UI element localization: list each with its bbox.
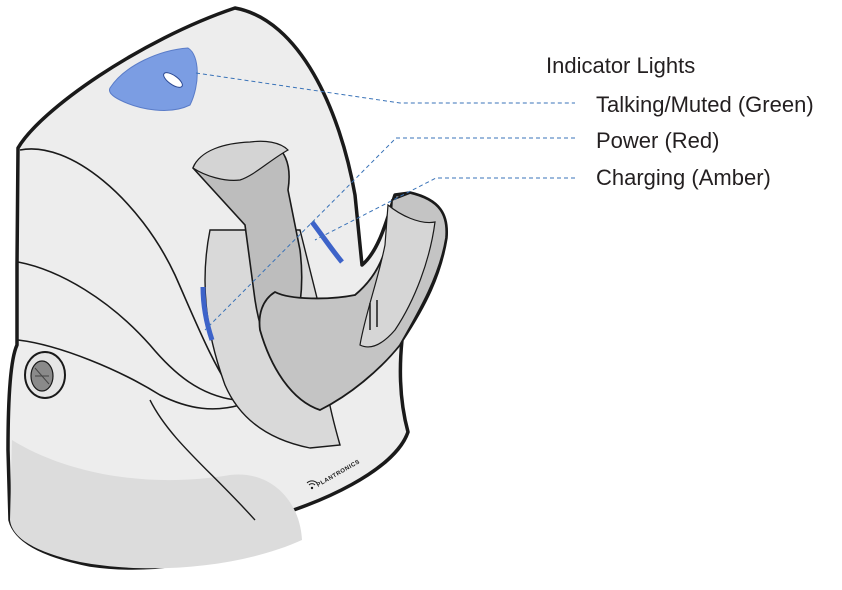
front-edge-line: [149, 399, 256, 521]
side-panel-line: [17, 261, 236, 401]
indicator-stripe: [200, 286, 215, 341]
charging-cup-inner: [359, 203, 436, 348]
charging-label: Charging (Amber): [596, 165, 771, 190]
indicator-light-panel: [109, 47, 198, 111]
leader-line-talking: [195, 72, 575, 104]
base-foot-shadow: [10, 440, 302, 569]
leader-line-power: [204, 137, 575, 331]
wifi-icon: [306, 480, 318, 490]
side-panel-line: [17, 339, 241, 410]
indicator-lights-heading: Indicator Lights: [546, 53, 696, 78]
talking-muted-label: Talking/Muted (Green): [596, 92, 814, 117]
indicator-stripe: [310, 220, 344, 264]
indicator-light-slot: [163, 72, 183, 88]
headset-post-top: [192, 140, 289, 181]
power-label: Power (Red): [596, 128, 720, 153]
top-edge-line: [19, 148, 236, 396]
